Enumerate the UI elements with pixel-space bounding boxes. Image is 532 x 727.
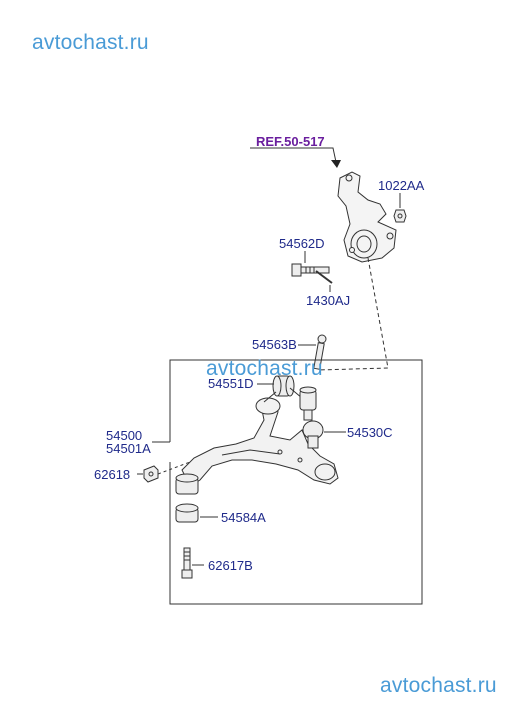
part-label-54551d[interactable]: 54551D xyxy=(208,376,254,391)
ref-arrow xyxy=(331,160,341,168)
watermark-top: avtochast.ru xyxy=(32,31,149,54)
bushing-54584a xyxy=(175,503,199,523)
ref-leader-line xyxy=(250,147,337,163)
part-label-62617b[interactable]: 62617B xyxy=(208,558,253,573)
nut-62618 xyxy=(143,465,159,483)
assembly-frame xyxy=(169,359,423,605)
bolt-54563b xyxy=(313,334,327,370)
nut-1022aa xyxy=(393,209,407,223)
ball-joint-54530c xyxy=(299,386,324,449)
steering-knuckle xyxy=(337,171,397,263)
part-label-54562d[interactable]: 54562D xyxy=(279,236,325,251)
cotter-pin-1430aj xyxy=(315,270,333,284)
lower-control-arm xyxy=(181,387,339,487)
watermark-bottom: avtochast.ru xyxy=(380,674,497,697)
ref-label[interactable]: REF.50-517 xyxy=(256,134,325,149)
bolt-62617b xyxy=(181,547,193,579)
watermark-middle: avtochast.ru xyxy=(206,357,323,380)
part-label-62618[interactable]: 62618 xyxy=(94,467,131,482)
part-label-54584a[interactable]: 54584A xyxy=(221,510,266,525)
dashed-guide xyxy=(317,257,389,371)
part-label-54530c[interactable]: 54530C xyxy=(347,425,393,440)
part-label-1430aj[interactable]: 1430AJ xyxy=(306,293,351,308)
part-label-54563b[interactable]: 54563B xyxy=(252,337,297,352)
bushing-54551d xyxy=(272,375,295,397)
part-label-54501a[interactable]: 54501A xyxy=(106,441,151,456)
part-label-54500[interactable]: 54500 xyxy=(106,428,143,443)
arm-bushing xyxy=(175,473,199,495)
bolt-54562d xyxy=(291,263,330,277)
part-label-1022aa[interactable]: 1022AA xyxy=(378,178,425,193)
